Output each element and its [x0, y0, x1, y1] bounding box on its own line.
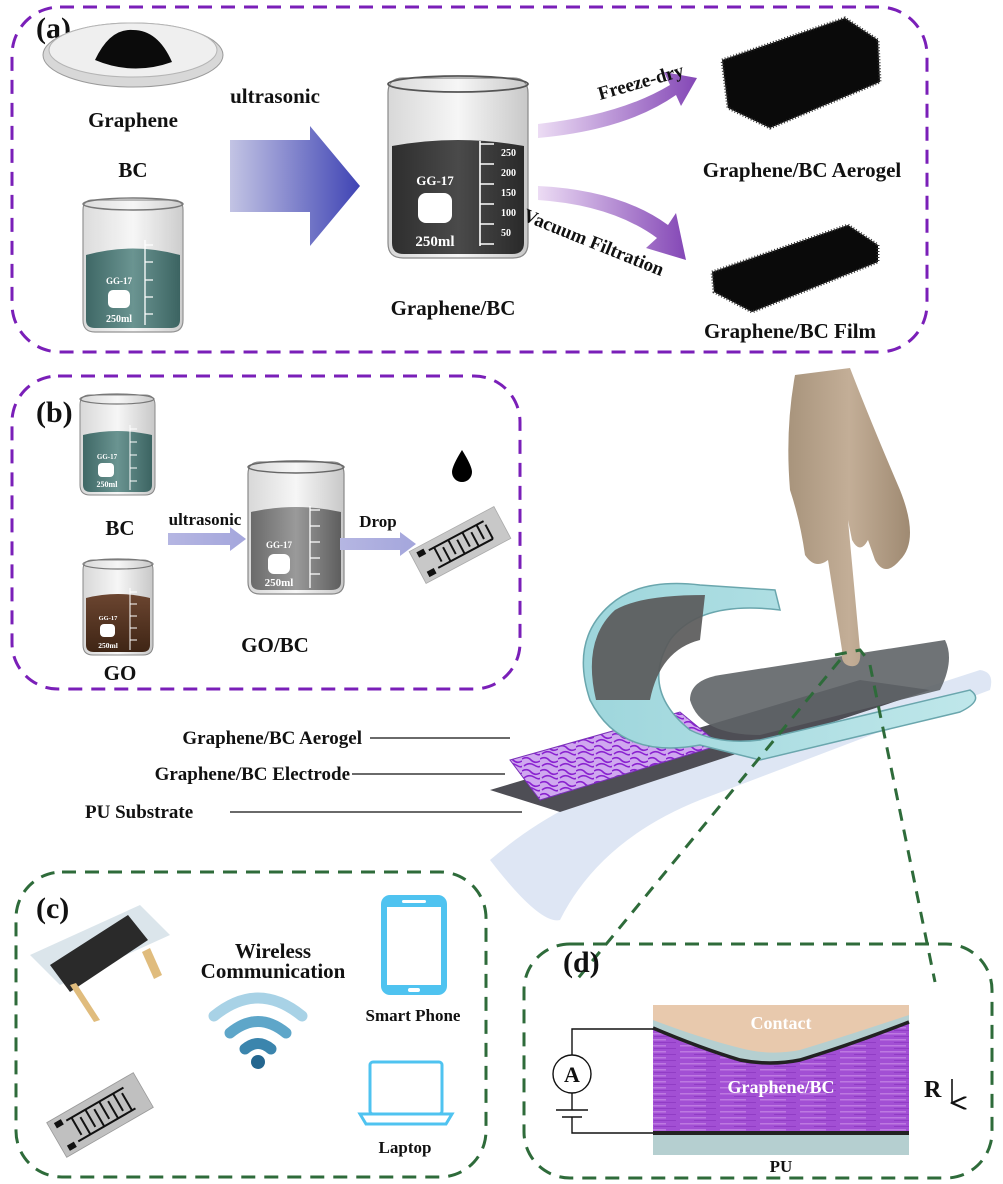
vacuum-filtration-arrow-icon — [538, 186, 686, 260]
graphene-label: Graphene — [88, 108, 178, 132]
go-bc-label: GO/BC — [241, 633, 309, 657]
aerogel-block-icon — [720, 16, 882, 130]
bc-label: BC — [118, 158, 147, 182]
svg-text:GG-17: GG-17 — [416, 173, 454, 188]
svg-text:250ml: 250ml — [106, 314, 132, 325]
ultrasonic-label-b: ultrasonic — [169, 510, 242, 529]
svg-text:50: 50 — [501, 228, 511, 239]
droplet-icon — [452, 450, 472, 482]
pu-label: PU — [770, 1157, 793, 1176]
svg-text:250ml: 250ml — [97, 480, 119, 489]
wireless-label-line1: Wireless — [235, 939, 311, 963]
graphene-petri-dish-icon — [42, 22, 224, 88]
interdigitated-electrode-icon — [408, 506, 512, 584]
film-block-icon — [710, 223, 880, 314]
drop-label: Drop — [359, 512, 396, 531]
pressure-sensor-illustration: Graphene/BC Aerogel Graphene/BC Electrod… — [85, 368, 992, 983]
panel-c-border — [14, 870, 488, 1179]
graphene-bc-beaker-icon: GG-17 250ml 250 200 150 100 50 — [387, 75, 529, 259]
svg-text:GG-17: GG-17 — [106, 276, 132, 286]
panel-d-border — [522, 942, 994, 1180]
sensor-device-icon — [30, 905, 170, 1022]
laptop-label: Laptop — [379, 1138, 432, 1157]
ammeter-label: A — [564, 1062, 580, 1087]
hand-icon — [788, 368, 910, 667]
svg-text:250ml: 250ml — [265, 577, 294, 589]
go-beaker-icon: GG-17 250ml — [82, 558, 154, 656]
graphene-bc-layer-label: Graphene/BC — [727, 1077, 834, 1097]
panel-a-border — [10, 5, 929, 354]
panel-d: (d) Contact Graphene/BC PU A R — [522, 942, 994, 1180]
svg-text:GG-17: GG-17 — [266, 540, 292, 550]
flexible-electrode-icon — [46, 1072, 154, 1158]
freeze-dry-label: Freeze-dry — [596, 60, 687, 105]
ultrasonic-arrow-icon — [230, 126, 360, 246]
film-label: Graphene/BC Film — [704, 319, 877, 343]
svg-text:250ml: 250ml — [98, 641, 118, 650]
layer-label-electrode: Graphene/BC Electrode — [155, 764, 350, 785]
svg-text:100: 100 — [501, 208, 516, 219]
zoom-indicator-lines — [573, 648, 937, 983]
panel-c: (c) Wireless Communication — [14, 870, 488, 1179]
layer-label-pu: PU Substrate — [85, 802, 193, 823]
svg-text:250: 250 — [501, 148, 516, 159]
graphene-bc-label: Graphene/BC — [391, 296, 516, 320]
resistance-label: R — [924, 1077, 942, 1103]
laptop-icon — [357, 1060, 455, 1126]
panel-b-border — [10, 374, 522, 691]
wifi-icon — [208, 992, 308, 1069]
cross-section-diagram: Contact Graphene/BC PU — [652, 1005, 910, 1176]
bc-beaker-icon: GG-17 250ml — [79, 393, 156, 496]
svg-text:200: 200 — [501, 168, 516, 179]
panel-c-letter: (c) — [36, 892, 69, 925]
svg-text:GG-17: GG-17 — [99, 615, 119, 622]
contact-label: Contact — [751, 1013, 812, 1033]
svg-text:150: 150 — [501, 188, 516, 199]
svg-text:250ml: 250ml — [415, 234, 454, 250]
wireless-label-line2: Communication — [201, 959, 346, 983]
panel-b: (b) GG-17 250ml BC GG-17 250ml GO ultras… — [10, 374, 522, 691]
panel-d-letter: (d) — [563, 946, 600, 979]
smartphone-label: Smart Phone — [366, 1006, 461, 1025]
drop-arrow-icon — [340, 532, 416, 556]
ultrasonic-label: ultrasonic — [230, 84, 320, 108]
graphene-bc-layer — [653, 1022, 909, 1133]
svg-text:GG-17: GG-17 — [97, 453, 118, 461]
panel-b-letter: (b) — [36, 396, 73, 429]
panel-a: (a) Graphene BC GG-17 250ml ultrasonic — [10, 5, 929, 354]
freeze-dry-arrow-icon — [538, 72, 697, 138]
measurement-circuit — [552, 1028, 653, 1134]
go-bc-beaker-icon: GG-17 250ml — [247, 460, 345, 595]
layer-label-aerogel: Graphene/BC Aerogel — [182, 728, 362, 749]
go-label: GO — [104, 661, 137, 685]
ultrasonic-arrow-b-icon — [168, 527, 246, 551]
aerogel-label: Graphene/BC Aerogel — [703, 158, 902, 182]
contact-layer — [653, 1005, 909, 1053]
bc-label: BC — [105, 516, 134, 540]
bc-beaker-icon: GG-17 250ml — [82, 197, 184, 333]
smartphone-icon — [381, 895, 447, 995]
